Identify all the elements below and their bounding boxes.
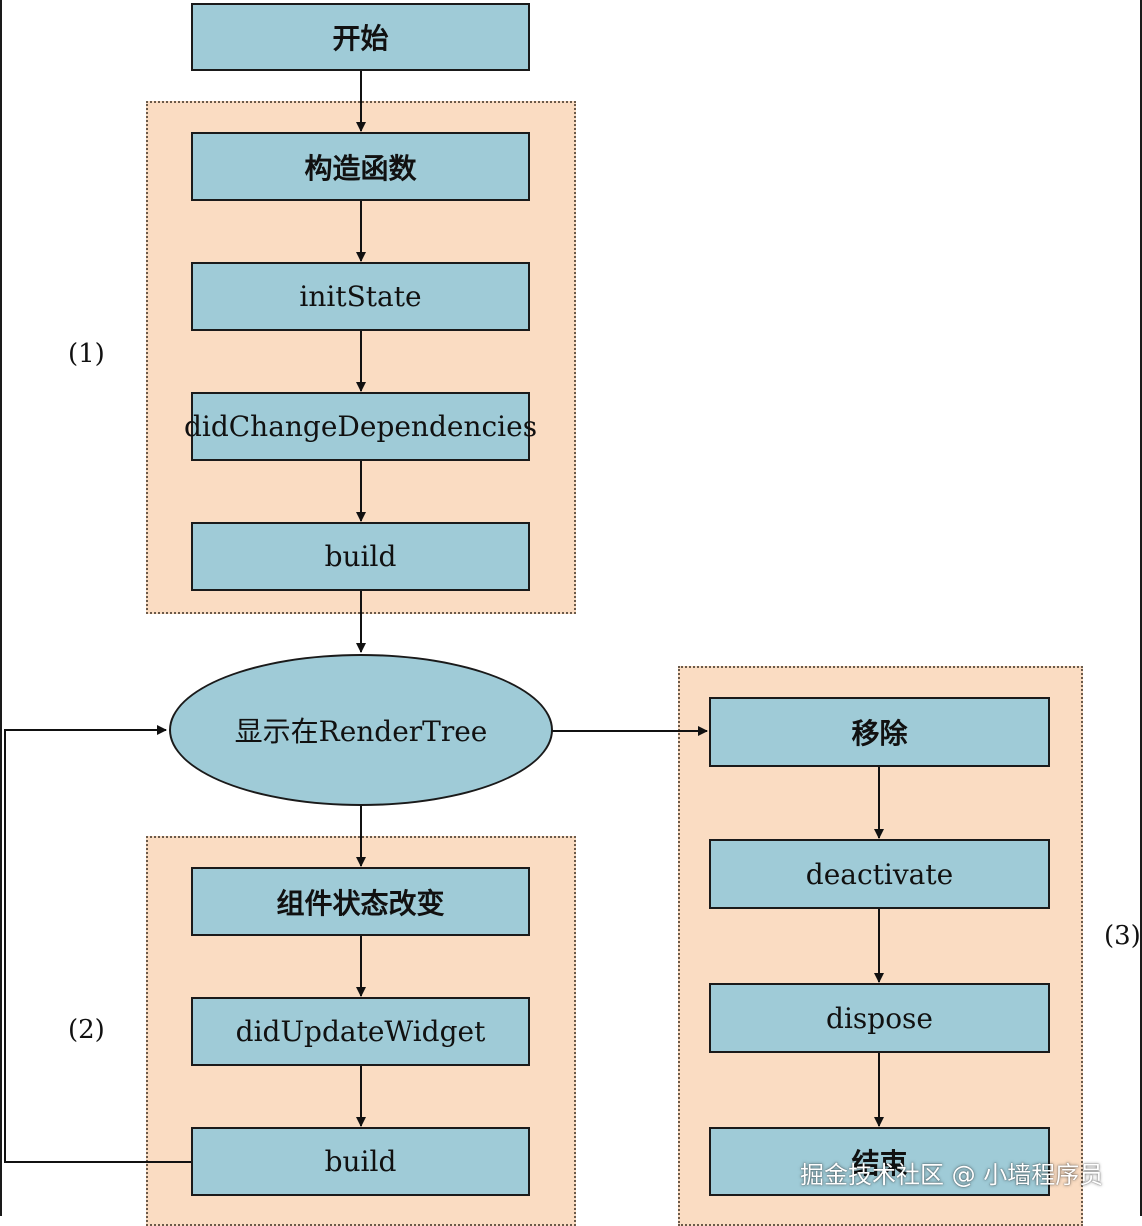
node-remove: 移除: [709, 697, 1050, 767]
node-deactivate: deactivate: [709, 839, 1050, 909]
node-constructor: 构造函数: [191, 132, 530, 201]
group-label-1: (1): [68, 339, 105, 369]
group-label-3: (3): [1104, 921, 1141, 951]
node-dispose: dispose: [709, 983, 1050, 1053]
left-frame-line: [0, 0, 2, 1216]
node-didupdatewidget: didUpdateWidget: [191, 997, 530, 1066]
watermark: 掘金技术社区 @ 小墙程序员: [800, 1161, 1104, 1189]
node-state-change: 组件状态改变: [191, 867, 530, 936]
node-render-tree: 显示在RenderTree: [169, 654, 553, 806]
node-initstate: initState: [191, 262, 530, 331]
node-start: 开始: [191, 3, 530, 71]
node-build-initial: build: [191, 522, 530, 591]
arrow-build-loop-back: [4, 725, 192, 1163]
node-build-update: build: [191, 1127, 530, 1196]
node-didchangedependencies: didChangeDependencies: [184, 392, 537, 461]
right-frame-line: [1140, 0, 1142, 1216]
node-end: 结束: [709, 1127, 1050, 1196]
group-label-2: (2): [68, 1015, 105, 1045]
